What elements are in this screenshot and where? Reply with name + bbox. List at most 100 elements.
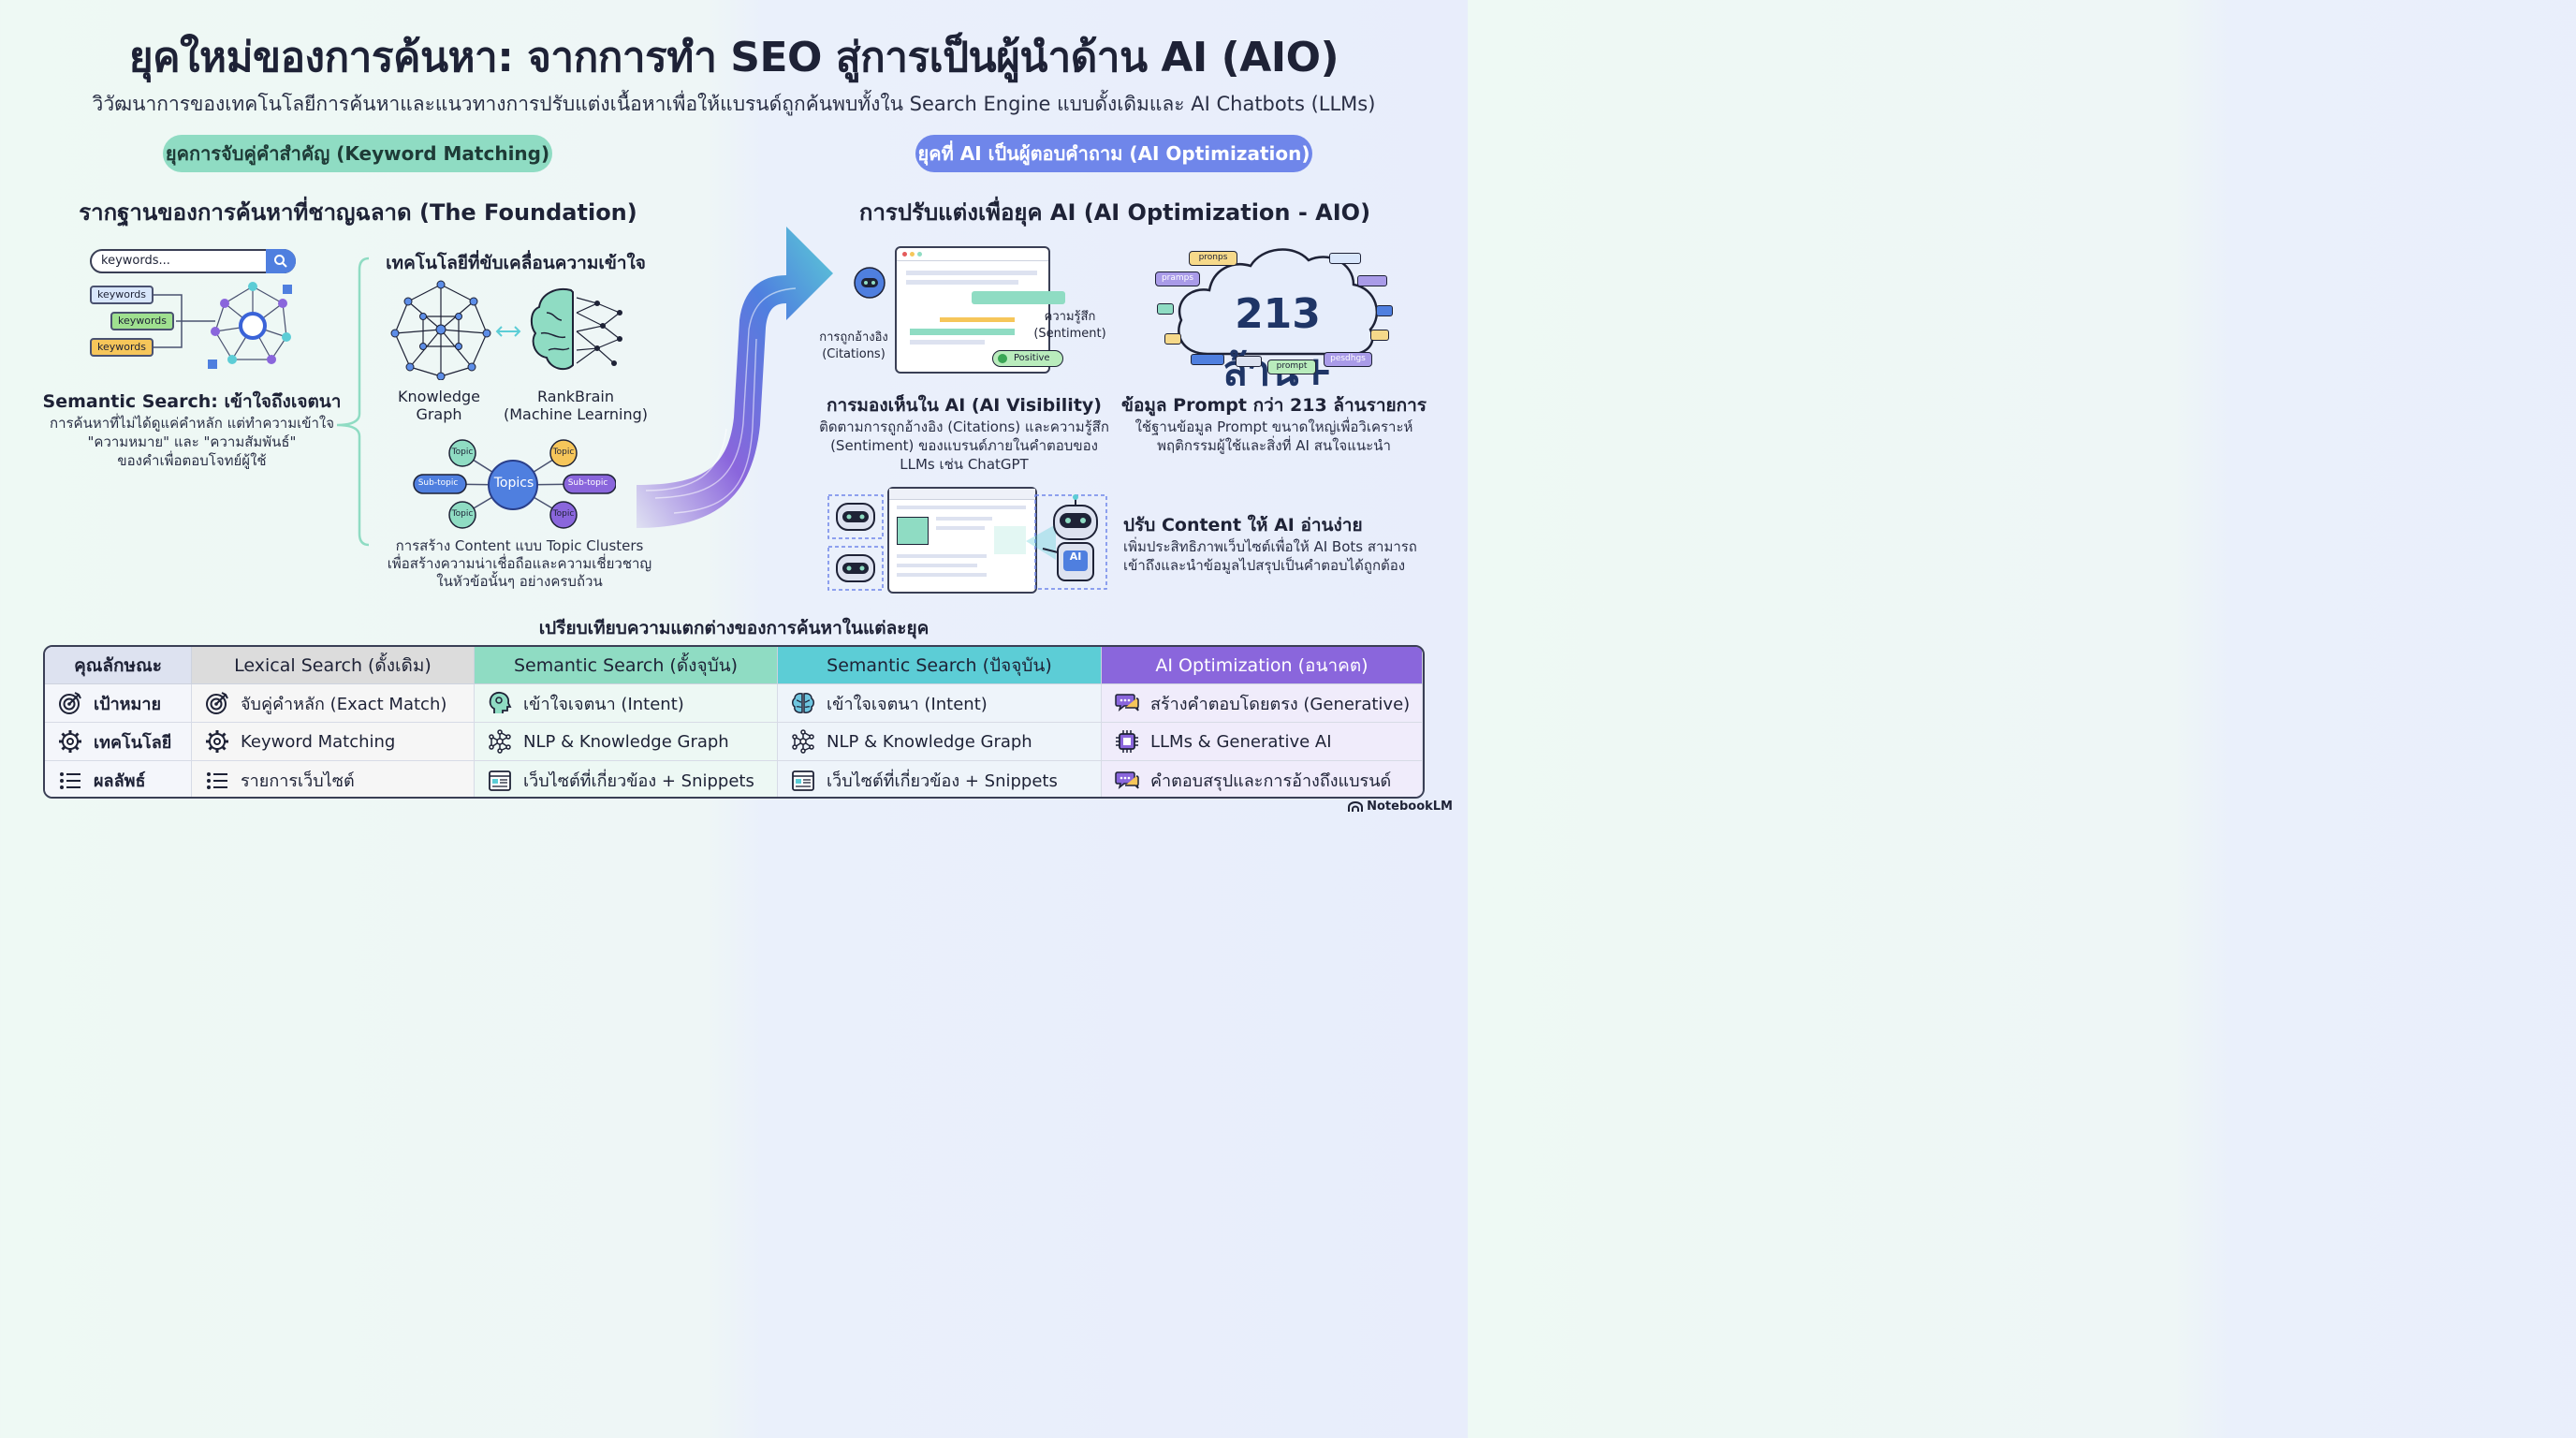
- window-dot-icon: [910, 252, 915, 257]
- prompt-bubble: pramps: [1155, 271, 1200, 286]
- semantic-network-icon: [154, 282, 292, 369]
- page-title: ยุคใหม่ของการค้นหา: จากการทำ SEO สู่การเ…: [128, 34, 1339, 81]
- target-icon: [205, 691, 229, 715]
- rankbrain-label: RankBrain (Machine Learning): [502, 388, 650, 423]
- chat-bubble-icon: [1164, 333, 1181, 345]
- robot-ai-badge: AI: [1069, 550, 1082, 563]
- list-icon: [58, 769, 82, 793]
- keyword-chip: keywords: [90, 286, 154, 304]
- label-line: การถูกอ้างอิง: [819, 330, 888, 345]
- text-placeholder-line: [906, 280, 1018, 285]
- cell-text: จับคู่คำหลัก (Exact Match): [241, 694, 447, 714]
- table-cell: NLP & Knowledge Graph: [778, 723, 1102, 761]
- chat-icon: [1115, 769, 1139, 793]
- row-label-text: ผลลัพธ์: [94, 771, 146, 791]
- chat-bubble-icon: [1329, 253, 1361, 264]
- cell-text: NLP & Knowledge Graph: [827, 731, 1032, 752]
- ai-readable-title: ปรับ Content ให้ AI อ่านง่าย: [1123, 515, 1363, 536]
- foundation-heading: รากฐานของการค้นหาที่ชาญฉลาด (The Foundat…: [79, 199, 637, 226]
- label-line: (Machine Learning): [503, 405, 648, 423]
- network-icon: [488, 729, 512, 754]
- window-dot-icon: [917, 252, 922, 257]
- cell-text: รายการเว็บไซต์: [241, 771, 355, 791]
- text-line: พฤติกรรมผู้ใช้และสิ่งที่ AI สนใจแนะนำ: [1157, 437, 1391, 454]
- brand-label: NotebookLM: [1367, 800, 1453, 814]
- list-icon: [205, 769, 229, 793]
- keyword-chip: keywords: [110, 312, 174, 330]
- image-block: [897, 517, 929, 545]
- prompt-bubble: pesdhgs: [1324, 352, 1372, 367]
- scan-highlight: [994, 526, 1026, 554]
- row-label: เทคโนโลยี: [45, 723, 192, 761]
- chatbot-icon: [854, 267, 886, 299]
- cell-text: เข้าใจเจตนา (Intent): [827, 694, 988, 714]
- window-titlebar: [897, 248, 1048, 261]
- sentiment-label: ความรู้สึก (Sentiment): [1030, 309, 1110, 343]
- label-line: Graph: [416, 405, 462, 423]
- chat-bubble-icon: [1236, 356, 1262, 367]
- cell-text: NLP & Knowledge Graph: [523, 731, 729, 752]
- window-dot-icon: [902, 252, 907, 257]
- row-label-text: เทคโนโลยี: [94, 732, 172, 753]
- window-titlebar: [889, 489, 1035, 500]
- prompt-bubble: pronps: [1189, 251, 1237, 266]
- semantic-search-text: การค้นหาที่ไม่ได้ดูแค่คำหลัก แต่ทำความเข…: [37, 414, 346, 470]
- row-label: ผลลัพธ์: [45, 761, 192, 797]
- topic-node-label: Topic: [552, 509, 575, 519]
- search-icon: [266, 249, 296, 273]
- aio-heading: การปรับแต่งเพื่อยุค AI (AI Optimization …: [858, 199, 1371, 226]
- text-line: LLMs เช่น ChatGPT: [900, 456, 1029, 473]
- citation-highlight: [910, 329, 1015, 335]
- text-line: เข้าถึงและนำข้อมูลไปสรุปเป็นคำตอบได้ถูกต…: [1123, 557, 1406, 574]
- text-line: "ความหมาย" และ "ความสัมพันธ์": [87, 433, 297, 450]
- page-subtitle: วิวัฒนาการของเทคโนโลยีการค้นหาและแนวทางก…: [92, 93, 1376, 115]
- semantic-search-title: Semantic Search: เข้าใจถึงเจตนา: [42, 391, 342, 412]
- prompt-data-text: ใช้ฐานข้อมูล Prompt ขนาดใหญ่เพื่อวิเคราะ…: [1120, 418, 1428, 455]
- comparison-heading: เปรียบเทียบความแตกต่างของการค้นหาในแต่ละ…: [538, 618, 929, 638]
- table-cell: เว็บไซต์ที่เกี่ยวข้อง + Snippets: [475, 761, 778, 797]
- column-header: คุณลักษณะ: [45, 647, 192, 684]
- text-line: ในหัวข้อนั้นๆ อย่างครบถ้วน: [436, 573, 603, 590]
- cell-text: Keyword Matching: [241, 731, 396, 752]
- cell-text: คำตอบสรุปและการอ้างถึงแบรนด์: [1150, 771, 1392, 791]
- table-cell: เว็บไซต์ที่เกี่ยวข้อง + Snippets: [778, 761, 1102, 797]
- text-placeholder-line: [897, 506, 1026, 509]
- topic-node-label: Topic: [552, 448, 575, 457]
- text-line: การสร้าง Content แบบ Topic Clusters: [395, 537, 644, 554]
- notebooklm-brand: NotebookLM: [1348, 800, 1453, 814]
- positive-badge: Positive: [992, 350, 1063, 367]
- text-line: (Sentiment) ของแบรนด์ภายในคำตอบของ: [830, 437, 1098, 454]
- chip-icon: [1115, 729, 1139, 754]
- label-line: RankBrain: [537, 388, 614, 405]
- text-placeholder-line: [906, 271, 1037, 275]
- ai-visibility-text: ติดตามการถูกอ้างอิง (Citations) และความร…: [814, 418, 1114, 474]
- text-line: เพื่อสร้างความน่าเชื่อถือและความเชี่ยวชา…: [387, 555, 652, 572]
- webpage-icon: [791, 769, 815, 793]
- topic-cluster-diagram: [413, 439, 616, 529]
- topic-center-label: Topics: [493, 476, 534, 491]
- table-cell: เข้าใจเจตนา (Intent): [778, 684, 1102, 723]
- table-cell: รายการเว็บไซต์: [192, 761, 475, 797]
- topic-node-label: Topic: [451, 448, 474, 457]
- table-cell: คำตอบสรุปและการอ้างถึงแบรนด์: [1102, 761, 1423, 797]
- gear-icon: [58, 729, 82, 754]
- row-label-text: เป้าหมาย: [94, 694, 162, 714]
- sentiment-highlight: [940, 317, 1015, 322]
- text-line: การค้นหาที่ไม่ได้ดูแค่คำหลัก แต่ทำความเข…: [50, 415, 334, 432]
- text-placeholder-line: [936, 517, 992, 521]
- brain-icon: [791, 691, 815, 715]
- table-cell: LLMs & Generative AI: [1102, 723, 1423, 761]
- table-cell: NLP & Knowledge Graph: [475, 723, 778, 761]
- cell-text: เข้าใจเจตนา (Intent): [523, 694, 684, 714]
- webpage-icon: [488, 769, 512, 793]
- chat-bubble-icon: [1376, 305, 1393, 316]
- robot-reader-icon: [1026, 494, 1107, 590]
- brace-connector: [336, 257, 370, 547]
- keyword-chip: keywords: [90, 338, 154, 357]
- column-header: Lexical Search (ดั้งเดิม): [192, 647, 475, 684]
- text-line: ใช้ฐานข้อมูล Prompt ขนาดใหญ่เพื่อวิเคราะ…: [1134, 418, 1413, 435]
- chat-bubble-icon: [1370, 330, 1389, 341]
- chat-bubble-icon: [1357, 275, 1387, 286]
- head-icon: [488, 691, 512, 715]
- topic-cluster-text: การสร้าง Content แบบ Topic Clusters เพื่…: [374, 537, 665, 591]
